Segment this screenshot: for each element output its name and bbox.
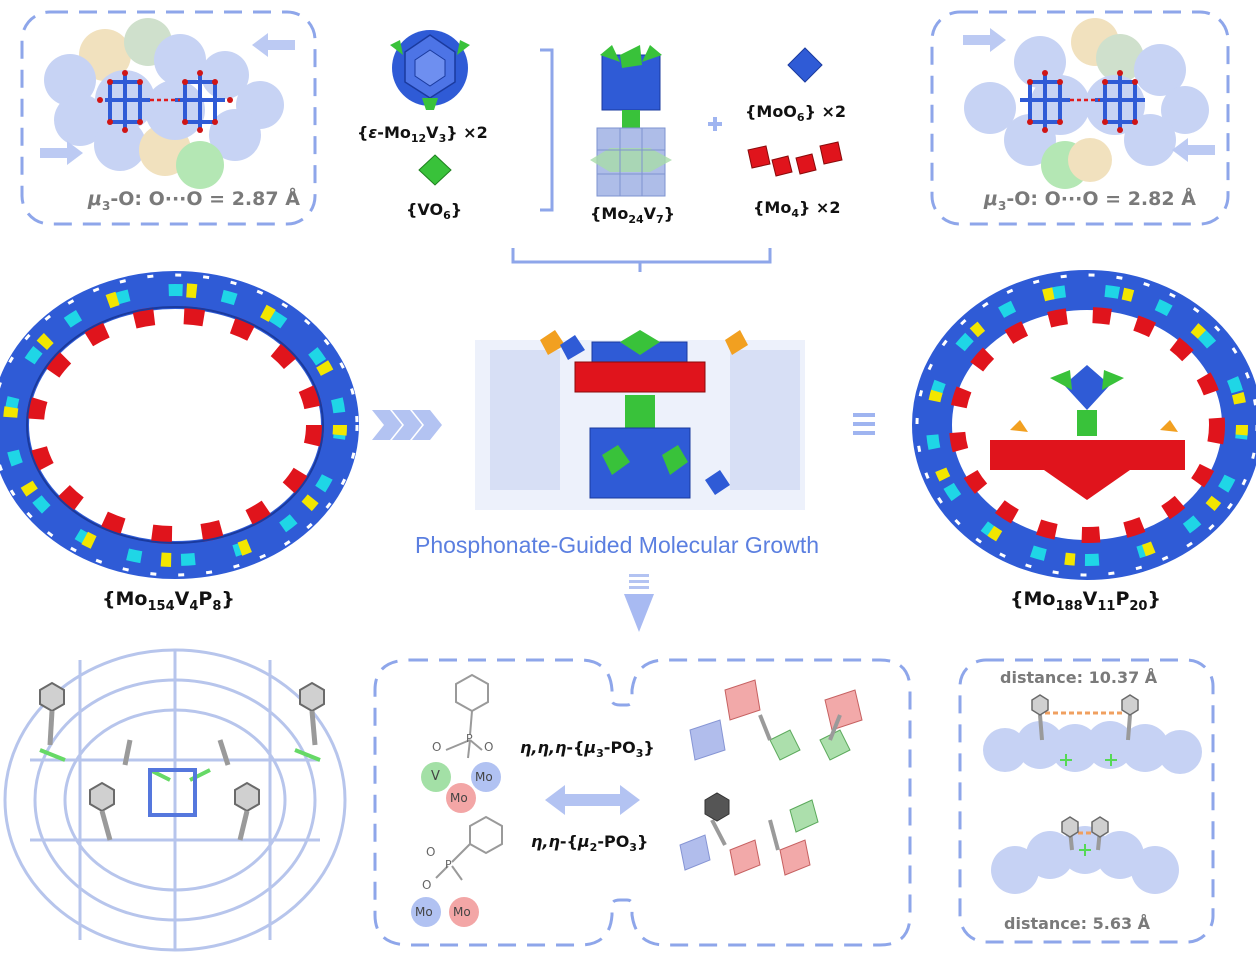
mo-atom-circle-3 [411, 897, 441, 927]
binding-mode-mu3-label: η,η,η-{μ3-PO3} [520, 738, 655, 761]
atom-p-1: P [466, 732, 473, 745]
center-growth-cluster [475, 330, 805, 510]
forward-chevrons [372, 410, 442, 440]
vo6-label: {VO6} [406, 200, 463, 223]
atom-o-1: O [432, 740, 442, 754]
mo24v7-cluster [590, 45, 672, 197]
top-right-distance-label: μ3-O: O···O = 2.82 Å [984, 188, 1196, 213]
mo4-chain [747, 141, 843, 177]
v-atom-circle [421, 762, 451, 792]
atom-mo-1: Mo [475, 770, 493, 784]
moo6-octahedron [787, 47, 823, 83]
double-arrow [545, 785, 640, 815]
epsilon-keggin-cluster [390, 30, 470, 110]
atom-mo-2: Mo [450, 791, 468, 805]
vo6-octahedron [418, 154, 452, 186]
phenyl-ring-top [455, 673, 489, 713]
atom-o-4: O [422, 878, 432, 892]
right-wheel-label: {Mo188V11P20} [1010, 588, 1162, 614]
distance-top-label: distance: 10.37 Å [1000, 668, 1158, 687]
mo-atom-circle-1 [471, 762, 501, 792]
left-wheel-cluster [0, 271, 359, 579]
mo4-label: {Mo4} ×2 [753, 198, 841, 221]
top-left-distance-label: μ3-O: O···O = 2.87 Å [88, 188, 300, 213]
epsilon-keggin-label: {ε-Mo12V3} ×2 [357, 123, 488, 146]
atom-mo-4: Mo [453, 905, 471, 919]
atom-o-2: O [484, 740, 494, 754]
moo6-label: {MoO6} ×2 [745, 102, 847, 125]
atom-p-2: P [445, 858, 452, 871]
mo-atom-circle-2 [446, 783, 476, 813]
binding-mode-mu2-label: η,η-{μ2-PO3} [531, 832, 649, 855]
atom-v: V [431, 769, 440, 784]
equivalence-sign [853, 413, 875, 435]
distance-bottom-label: distance: 5.63 Å [1004, 914, 1151, 933]
right-wheel-cluster [912, 270, 1256, 580]
atom-o-3: O [426, 845, 436, 859]
mo-atom-circle-4 [449, 897, 479, 927]
left-wheel-label: {Mo154V4P8} [102, 588, 235, 614]
atom-mo-3: Mo [415, 905, 433, 919]
growth-caption: Phosphonate-Guided Molecular Growth [415, 532, 820, 558]
mo24v7-label: {Mo24V7} [590, 204, 676, 227]
